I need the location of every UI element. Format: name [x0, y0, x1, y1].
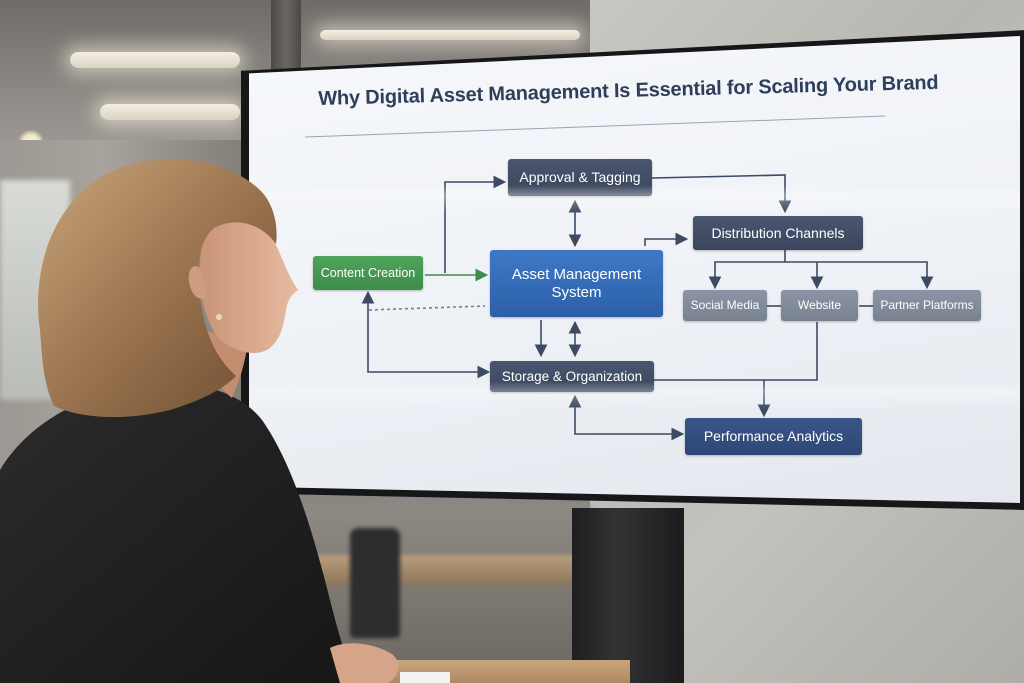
ear [188, 266, 208, 299]
node-distribution-channels: Distribution Channels [693, 216, 863, 250]
ceiling-light [100, 104, 240, 120]
ceiling-light [320, 30, 580, 40]
node-partner-platforms: Partner Platforms [873, 290, 981, 321]
connector [654, 322, 818, 381]
arrow [714, 261, 928, 285]
flowchart-arrows [304, 115, 934, 441]
pillar [271, 0, 301, 80]
node-storage-organization: Storage & Organization [490, 361, 654, 392]
node-label: Partner Platforms [880, 297, 974, 312]
earring [216, 314, 222, 320]
title-underline [304, 115, 886, 138]
paper [400, 672, 450, 683]
arrow [644, 232, 689, 246]
arrow [651, 174, 792, 214]
tv-stand [572, 508, 684, 683]
node-performance-analytics: Performance Analytics [685, 418, 862, 455]
node-website: Website [781, 290, 858, 321]
node-label: Approval & Tagging [519, 169, 641, 186]
office-chair [350, 528, 400, 638]
node-label: Website [797, 297, 842, 312]
arrow [568, 394, 685, 441]
node-content-creation: Content Creation [313, 256, 423, 290]
node-label: Performance Analytics [703, 428, 844, 445]
jacket [0, 383, 355, 683]
arrow [367, 296, 491, 379]
face [200, 214, 298, 354]
ceiling-light [70, 52, 240, 68]
dashed-connector [368, 305, 486, 311]
hair [38, 159, 277, 418]
node-approval-tagging: Approval & Tagging [508, 159, 652, 196]
arrow [444, 175, 507, 273]
node-asset-management-system: Asset Management System [490, 250, 663, 317]
node-label: Distribution Channels [711, 224, 845, 241]
node-label: Asset Management System [511, 266, 642, 301]
node-label: Storage & Organization [501, 368, 643, 384]
node-label: Content Creation [320, 265, 416, 280]
node-social-media: Social Media [683, 290, 767, 321]
hand [330, 643, 399, 683]
node-label: Social Media [690, 297, 760, 312]
